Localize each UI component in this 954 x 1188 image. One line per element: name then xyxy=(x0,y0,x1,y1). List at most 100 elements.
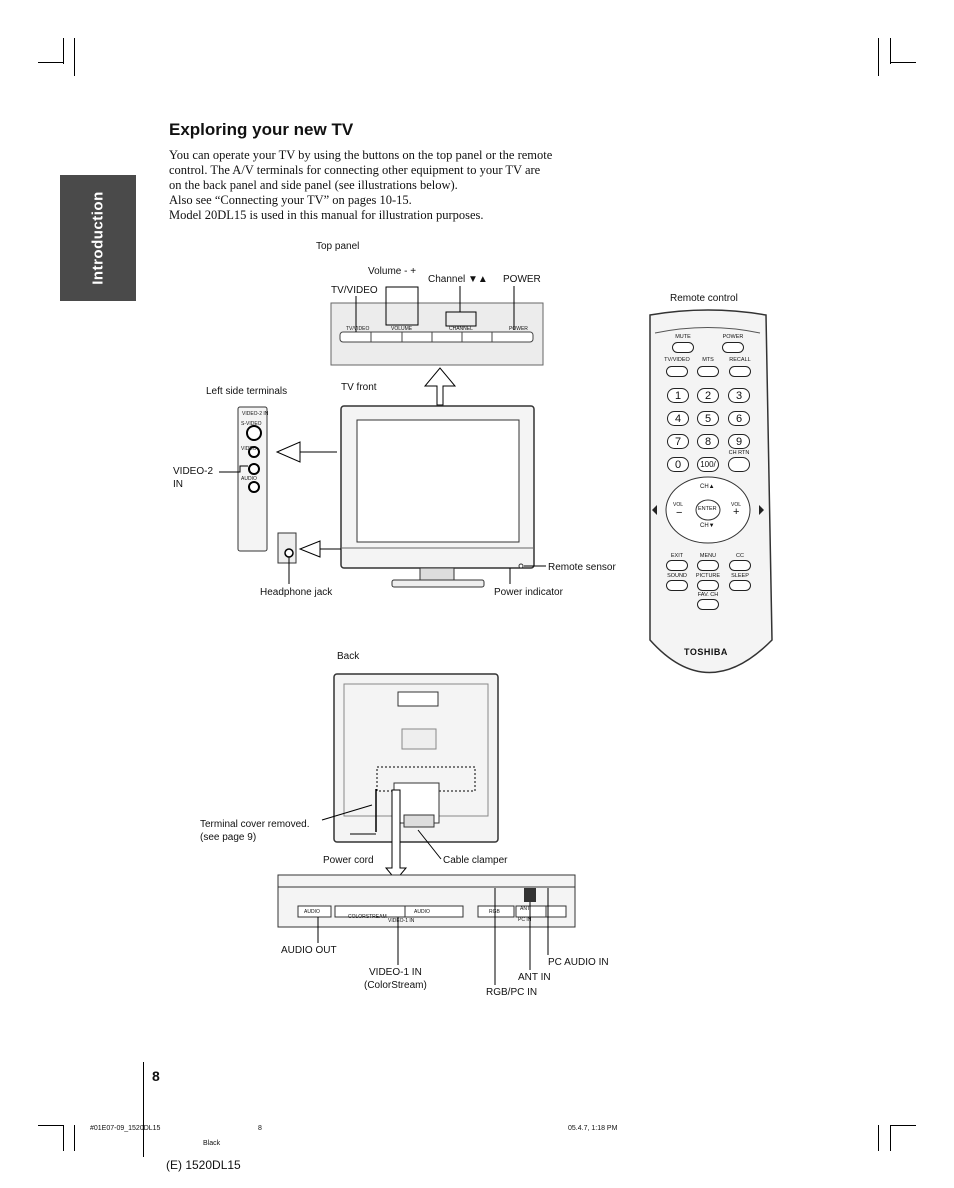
digit-5-button[interactable]: 5 xyxy=(697,411,719,426)
label-rgb-pc-in: RGB/PC IN xyxy=(486,987,538,998)
label-volume: Volume - + xyxy=(368,266,417,277)
remote-label-mute: MUTE xyxy=(675,334,691,340)
label-remote-sensor: Remote sensor xyxy=(548,562,616,573)
vol-minus-button[interactable]: − xyxy=(676,507,683,519)
section-tab: Introduction xyxy=(60,175,136,301)
remote-label-fav-ch: FAV. CH xyxy=(697,592,719,598)
ch-up-button[interactable]: CH▲ xyxy=(700,484,715,490)
back-colorstream: COLORSTREAM xyxy=(348,914,387,920)
crop-mark xyxy=(63,1125,64,1151)
page-title: Exploring your new TV xyxy=(169,120,354,139)
panel-volume: VOLUME xyxy=(391,326,413,332)
toshiba-logo: TOSHIBA xyxy=(684,647,728,657)
crop-mark xyxy=(878,38,879,76)
label-terminal-cover: Terminal cover removed. xyxy=(200,819,310,830)
remote-label-recall: RECALL xyxy=(729,357,751,363)
hundred-button[interactable]: 100/ xyxy=(697,457,719,472)
label-top-panel: Top panel xyxy=(316,241,360,252)
intro-text: You can operate your TV by using the but… xyxy=(169,148,554,223)
label-pc-audio-in: PC AUDIO IN xyxy=(548,957,609,968)
tv-front-diagram xyxy=(275,405,546,588)
remote-label-ch-rtn: CH RTN xyxy=(728,450,750,456)
label-tv-front: TV front xyxy=(341,382,377,393)
crop-mark xyxy=(63,38,64,64)
panel-power: POWER xyxy=(509,326,528,332)
footer-page: 8 xyxy=(258,1125,262,1132)
label-ant-in: ANT IN xyxy=(518,972,551,983)
vol-right-label: VOL xyxy=(731,502,742,508)
side-s-video: S-VIDEO xyxy=(241,421,262,427)
page-number: 8 xyxy=(152,1068,160,1084)
label-back: Back xyxy=(337,651,360,662)
remote-label-cc: CC xyxy=(736,553,744,559)
crop-mark xyxy=(878,1125,879,1151)
side-terminal-diagram xyxy=(219,406,297,584)
remote-label-sleep: SLEEP xyxy=(731,573,749,579)
footer-file: #01E07-09_1520DL15 xyxy=(90,1125,161,1132)
intro-paragraph: Also see “Connecting your TV” on pages 1… xyxy=(169,193,412,207)
digit-9-button[interactable]: 9 xyxy=(728,434,750,449)
back-terminal-strip xyxy=(277,874,576,985)
crop-mark xyxy=(74,1125,75,1151)
back-video-in: VIDEO-1 IN xyxy=(388,918,415,924)
crop-mark xyxy=(890,1125,916,1126)
intro-paragraph: You can operate your TV by using the but… xyxy=(169,148,553,192)
digit-2-button[interactable]: 2 xyxy=(697,388,719,403)
vol-plus-button[interactable]: + xyxy=(733,506,740,518)
label-headphone-jack: Headphone jack xyxy=(260,587,333,598)
label-power: POWER xyxy=(503,274,541,285)
remote-label-tv-video: TV/VIDEO xyxy=(664,357,690,363)
ch-down-button[interactable]: CH▼ xyxy=(700,523,715,529)
back-rgb: RGB xyxy=(489,909,500,915)
label-power-indicator: Power indicator xyxy=(494,587,563,598)
side-video: VIDEO xyxy=(241,446,257,452)
back-audio: AUDIO xyxy=(414,909,430,915)
label-video2-in: VIDEO-2 xyxy=(173,466,214,477)
footer-date: 05.4.7, 1:18 PM xyxy=(568,1125,618,1132)
crop-mark xyxy=(890,62,916,63)
enter-button[interactable]: ENTER xyxy=(698,506,717,512)
tv-video-button[interactable] xyxy=(666,366,688,377)
label-power-cord: Power cord xyxy=(323,855,374,866)
label-cable-clamper: Cable clamper xyxy=(443,855,508,866)
label-channel: Channel ▼▲ xyxy=(428,274,488,285)
sound-button[interactable] xyxy=(666,580,688,591)
top-panel-diagram xyxy=(330,286,544,406)
sleep-button[interactable] xyxy=(729,580,751,591)
page-rule xyxy=(143,1062,144,1157)
remote-control-diagram xyxy=(649,309,773,674)
digit-3-button[interactable]: 3 xyxy=(728,388,750,403)
mute-button[interactable] xyxy=(672,342,694,353)
panel-channel: CHANNEL xyxy=(449,326,473,332)
digit-8-button[interactable]: 8 xyxy=(697,434,719,449)
remote-label-mts: MTS xyxy=(702,357,714,363)
side-audio: AUDIO xyxy=(241,476,257,482)
cc-button[interactable] xyxy=(729,560,751,571)
label-remote-control: Remote control xyxy=(670,293,738,304)
digit-1-button[interactable]: 1 xyxy=(667,388,689,403)
label-terminal-cover-2: (see page 9) xyxy=(200,832,257,843)
fav-ch-button[interactable] xyxy=(697,599,719,610)
recall-button[interactable] xyxy=(729,366,751,377)
remote-label-picture: PICTURE xyxy=(695,573,721,579)
menu-button[interactable] xyxy=(697,560,719,571)
panel-tv-video: TV/VIDEO xyxy=(346,326,370,332)
digit-6-button[interactable]: 6 xyxy=(728,411,750,426)
exit-button[interactable] xyxy=(666,560,688,571)
digit-0-button[interactable]: 0 xyxy=(667,457,689,472)
remote-power-button[interactable] xyxy=(722,342,744,353)
back-pc-in: PC IN xyxy=(518,917,532,923)
ch-rtn-button[interactable] xyxy=(728,457,750,472)
digit-4-button[interactable]: 4 xyxy=(667,411,689,426)
crop-mark xyxy=(74,38,75,76)
digit-7-button[interactable]: 7 xyxy=(667,434,689,449)
picture-button[interactable] xyxy=(697,580,719,591)
remote-label-exit: EXIT xyxy=(670,553,684,559)
mts-button[interactable] xyxy=(697,366,719,377)
crop-mark xyxy=(890,1125,891,1151)
label-video1-in-2: (ColorStream) xyxy=(364,980,427,991)
crop-mark xyxy=(38,62,64,63)
label-video2-in-2: IN xyxy=(173,479,183,490)
vol-left-label: VOL xyxy=(673,502,684,508)
